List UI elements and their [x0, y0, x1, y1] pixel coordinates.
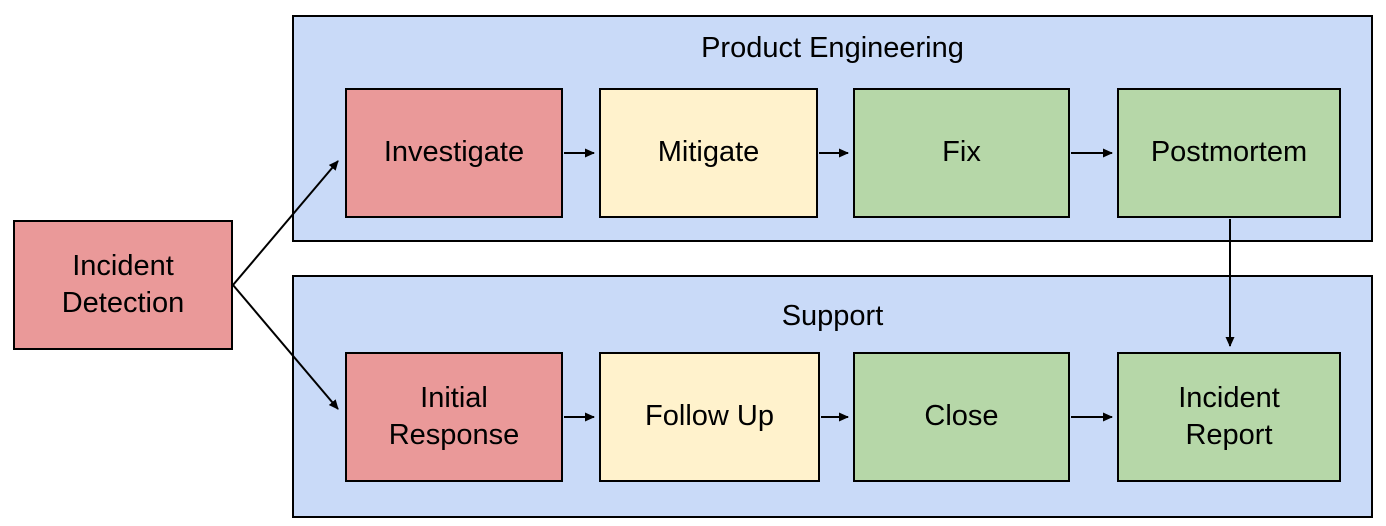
node-close: Close	[853, 352, 1070, 482]
node-fix: Fix	[853, 88, 1070, 218]
node-initial-response: Initial Response	[345, 352, 563, 482]
node-postmortem: Postmortem	[1117, 88, 1341, 218]
lane-title-support: Support	[781, 300, 884, 332]
node-mitigate: Mitigate	[599, 88, 818, 218]
node-investigate: Investigate	[345, 88, 563, 218]
node-follow-up: Follow Up	[599, 352, 820, 482]
node-incident-report: Incident Report	[1117, 352, 1341, 482]
node-incident-detection: Incident Detection	[13, 220, 233, 350]
lane-title-product-engineering: Product Engineering	[701, 32, 964, 64]
